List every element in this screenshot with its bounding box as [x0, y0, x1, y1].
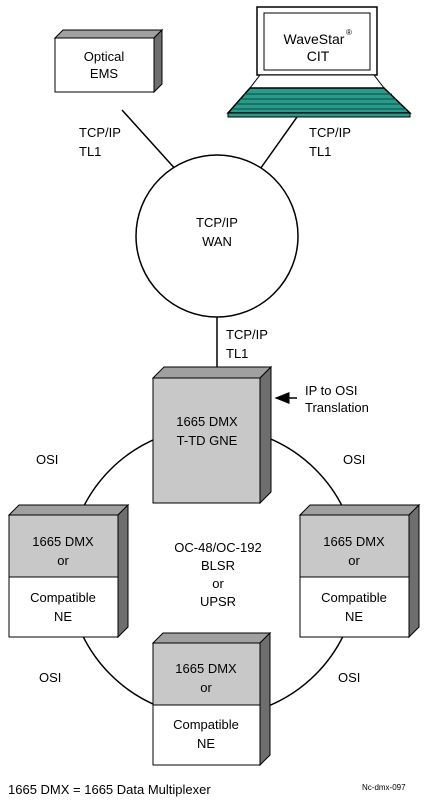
ne-right-top-line1: 1665 DMX [323, 534, 385, 549]
ne-bottom-top-line1: 1665 DMX [175, 661, 237, 676]
osi-label-lower-right: OSI [338, 670, 360, 685]
ems-protocol-line2: TL1 [79, 144, 101, 159]
osi-label-upper-right: OSI [343, 452, 365, 467]
ne-left-top-line2: or [57, 553, 69, 568]
ne-bottom-top-line2: or [200, 680, 212, 695]
ne-right-bottom-line1: Compatible [321, 590, 387, 605]
ne-left-bottom-line2: NE [54, 609, 72, 624]
figure-id: Nc-dmx-097 [362, 783, 406, 792]
osi-label-upper-left: OSI [36, 452, 58, 467]
optical-ems-label-line1: Optical [84, 49, 125, 64]
ne-right-box [298, 503, 421, 639]
cit-protocol-line2: TL1 [309, 144, 331, 159]
cit-protocol-line1: TCP/IP [309, 125, 351, 140]
ne-right-bottom-line2: NE [345, 609, 363, 624]
ne-left-bottom-line1: Compatible [30, 590, 96, 605]
ems-protocol-line1: TCP/IP [79, 125, 121, 140]
ring-label-line2: BLSR [201, 558, 235, 573]
ems-wan-link [121, 109, 179, 173]
wavestar-label-line2: CIT [307, 48, 330, 64]
wan-circle [135, 154, 299, 318]
ne-bottom-bottom-line1: Compatible [173, 717, 239, 732]
ne-bottom-box [151, 631, 272, 767]
ring-label-line3: or [212, 576, 224, 591]
gne-protocol-line1: TCP/IP [226, 327, 268, 342]
wan-label-line2: WAN [202, 234, 232, 249]
gne-label-line2: T-TD GNE [177, 433, 238, 448]
wavestar-reg-mark: ® [346, 28, 352, 37]
translation-note-line2: Translation [305, 400, 369, 415]
footnote: 1665 DMX = 1665 Data Multiplexer [8, 782, 211, 797]
gne-box [151, 365, 273, 505]
wavestar-label-line1: WaveStar [284, 31, 345, 47]
osi-label-lower-left: OSI [39, 670, 61, 685]
translation-note-line1: IP to OSI [305, 383, 358, 398]
gne-protocol-line2: TL1 [226, 346, 248, 361]
ring-label-line1: OC-48/OC-192 [174, 540, 261, 555]
ne-right-top-line2: or [348, 553, 360, 568]
wan-label-line1: TCP/IP [196, 215, 238, 230]
optical-ems-box [53, 28, 164, 94]
optical-ems-label-line2: EMS [90, 66, 119, 81]
gne-label-line1: 1665 DMX [176, 414, 238, 429]
cit-wan-link [257, 109, 303, 173]
ne-left-box [7, 503, 130, 639]
laptop-icon [226, 6, 412, 118]
ne-left-top-line1: 1665 DMX [32, 534, 94, 549]
ne-bottom-bottom-line2: NE [197, 736, 215, 751]
ring-label-line4: UPSR [200, 594, 236, 609]
